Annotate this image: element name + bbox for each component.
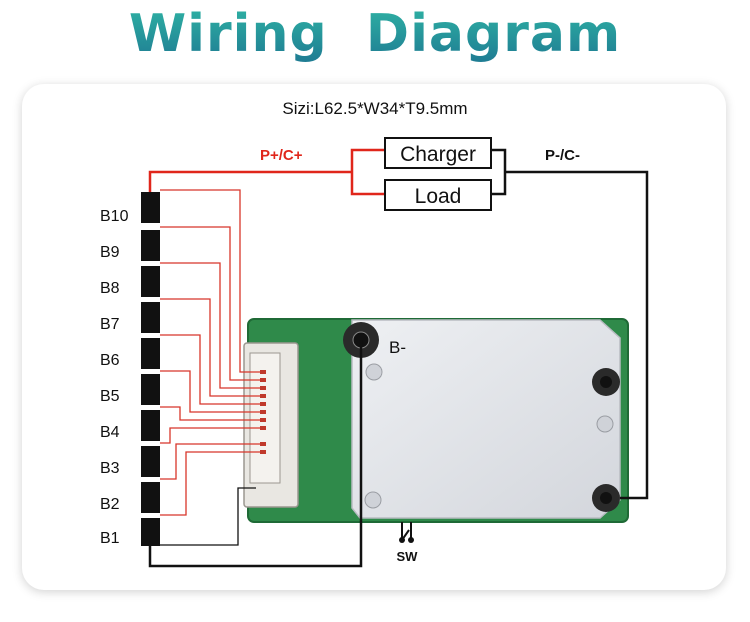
cell-label: B5 (100, 388, 120, 405)
sw-label: SW (397, 549, 419, 564)
balance-wires (160, 189, 262, 516)
cell-label: B8 (100, 280, 120, 297)
p-minus-label: P-/C- (545, 147, 580, 164)
p-plus-label: P+/C+ (260, 147, 303, 164)
b-minus-wire (148, 340, 363, 568)
cell-label: B6 (100, 352, 120, 369)
p-terminal-upper-hole (600, 376, 612, 388)
positive-split-wire (350, 148, 385, 196)
cell-labels: B10 B9 B8 B7 B6 B5 B4 B3 B2 B1 (100, 208, 129, 547)
positive-wire (148, 170, 352, 192)
charger-box (384, 137, 492, 169)
load-box (384, 179, 492, 211)
p-minus-return-wire (505, 170, 649, 500)
battery-cells (141, 192, 160, 546)
sw-switch (399, 522, 414, 543)
cell-label: B9 (100, 244, 120, 261)
p-minus-wire (491, 148, 507, 196)
charger-label: Charger (400, 143, 476, 166)
connector-pins (260, 370, 266, 454)
cell-label: B10 (100, 208, 129, 225)
cell-label: B7 (100, 316, 120, 333)
cell-label: B2 (100, 496, 120, 513)
bolt-mid (596, 415, 614, 433)
cell-label: B4 (100, 424, 120, 441)
p-terminal-lower-hole (600, 492, 612, 504)
b-minus-label: B- (389, 338, 406, 357)
bolt-bottom (364, 491, 382, 509)
size-label: Sizi:L62.5*W34*T9.5mm (282, 99, 467, 118)
cell-label: B3 (100, 460, 120, 477)
bolt-top (365, 363, 383, 381)
b1-negative-balance-wire (160, 487, 256, 546)
page-title: Wiring Diagram (0, 4, 750, 76)
cell-label: B1 (100, 530, 120, 547)
load-label: Load (415, 185, 462, 208)
